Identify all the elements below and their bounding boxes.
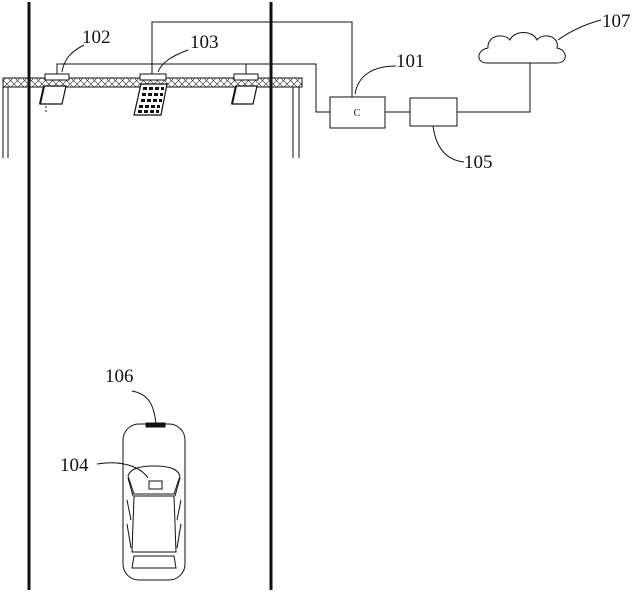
label-cloud: 107	[602, 11, 631, 32]
vehicle-rear-window	[132, 556, 176, 568]
server-box	[410, 98, 457, 126]
label-antenna-array: 103	[190, 32, 219, 53]
vehicle-windshield	[128, 466, 180, 494]
camera-device	[40, 68, 69, 112]
gantry-left-post	[3, 87, 8, 158]
onboard-unit-box	[149, 481, 162, 489]
vehicle	[123, 423, 185, 580]
vehicle-roof	[132, 496, 176, 552]
label-camera: 102	[82, 27, 111, 48]
antenna-array-device	[134, 64, 167, 115]
cloud-icon	[479, 33, 565, 64]
vehicle-body	[123, 424, 185, 580]
label-controller: 101	[396, 51, 425, 72]
label-onboard-unit: 104	[60, 455, 89, 476]
controller-mark: C	[354, 108, 361, 119]
gantry-right-post	[293, 87, 299, 158]
vehicle-tag	[146, 423, 165, 427]
label-vehicle-tag: 106	[105, 366, 134, 387]
label-server: 105	[464, 152, 493, 173]
